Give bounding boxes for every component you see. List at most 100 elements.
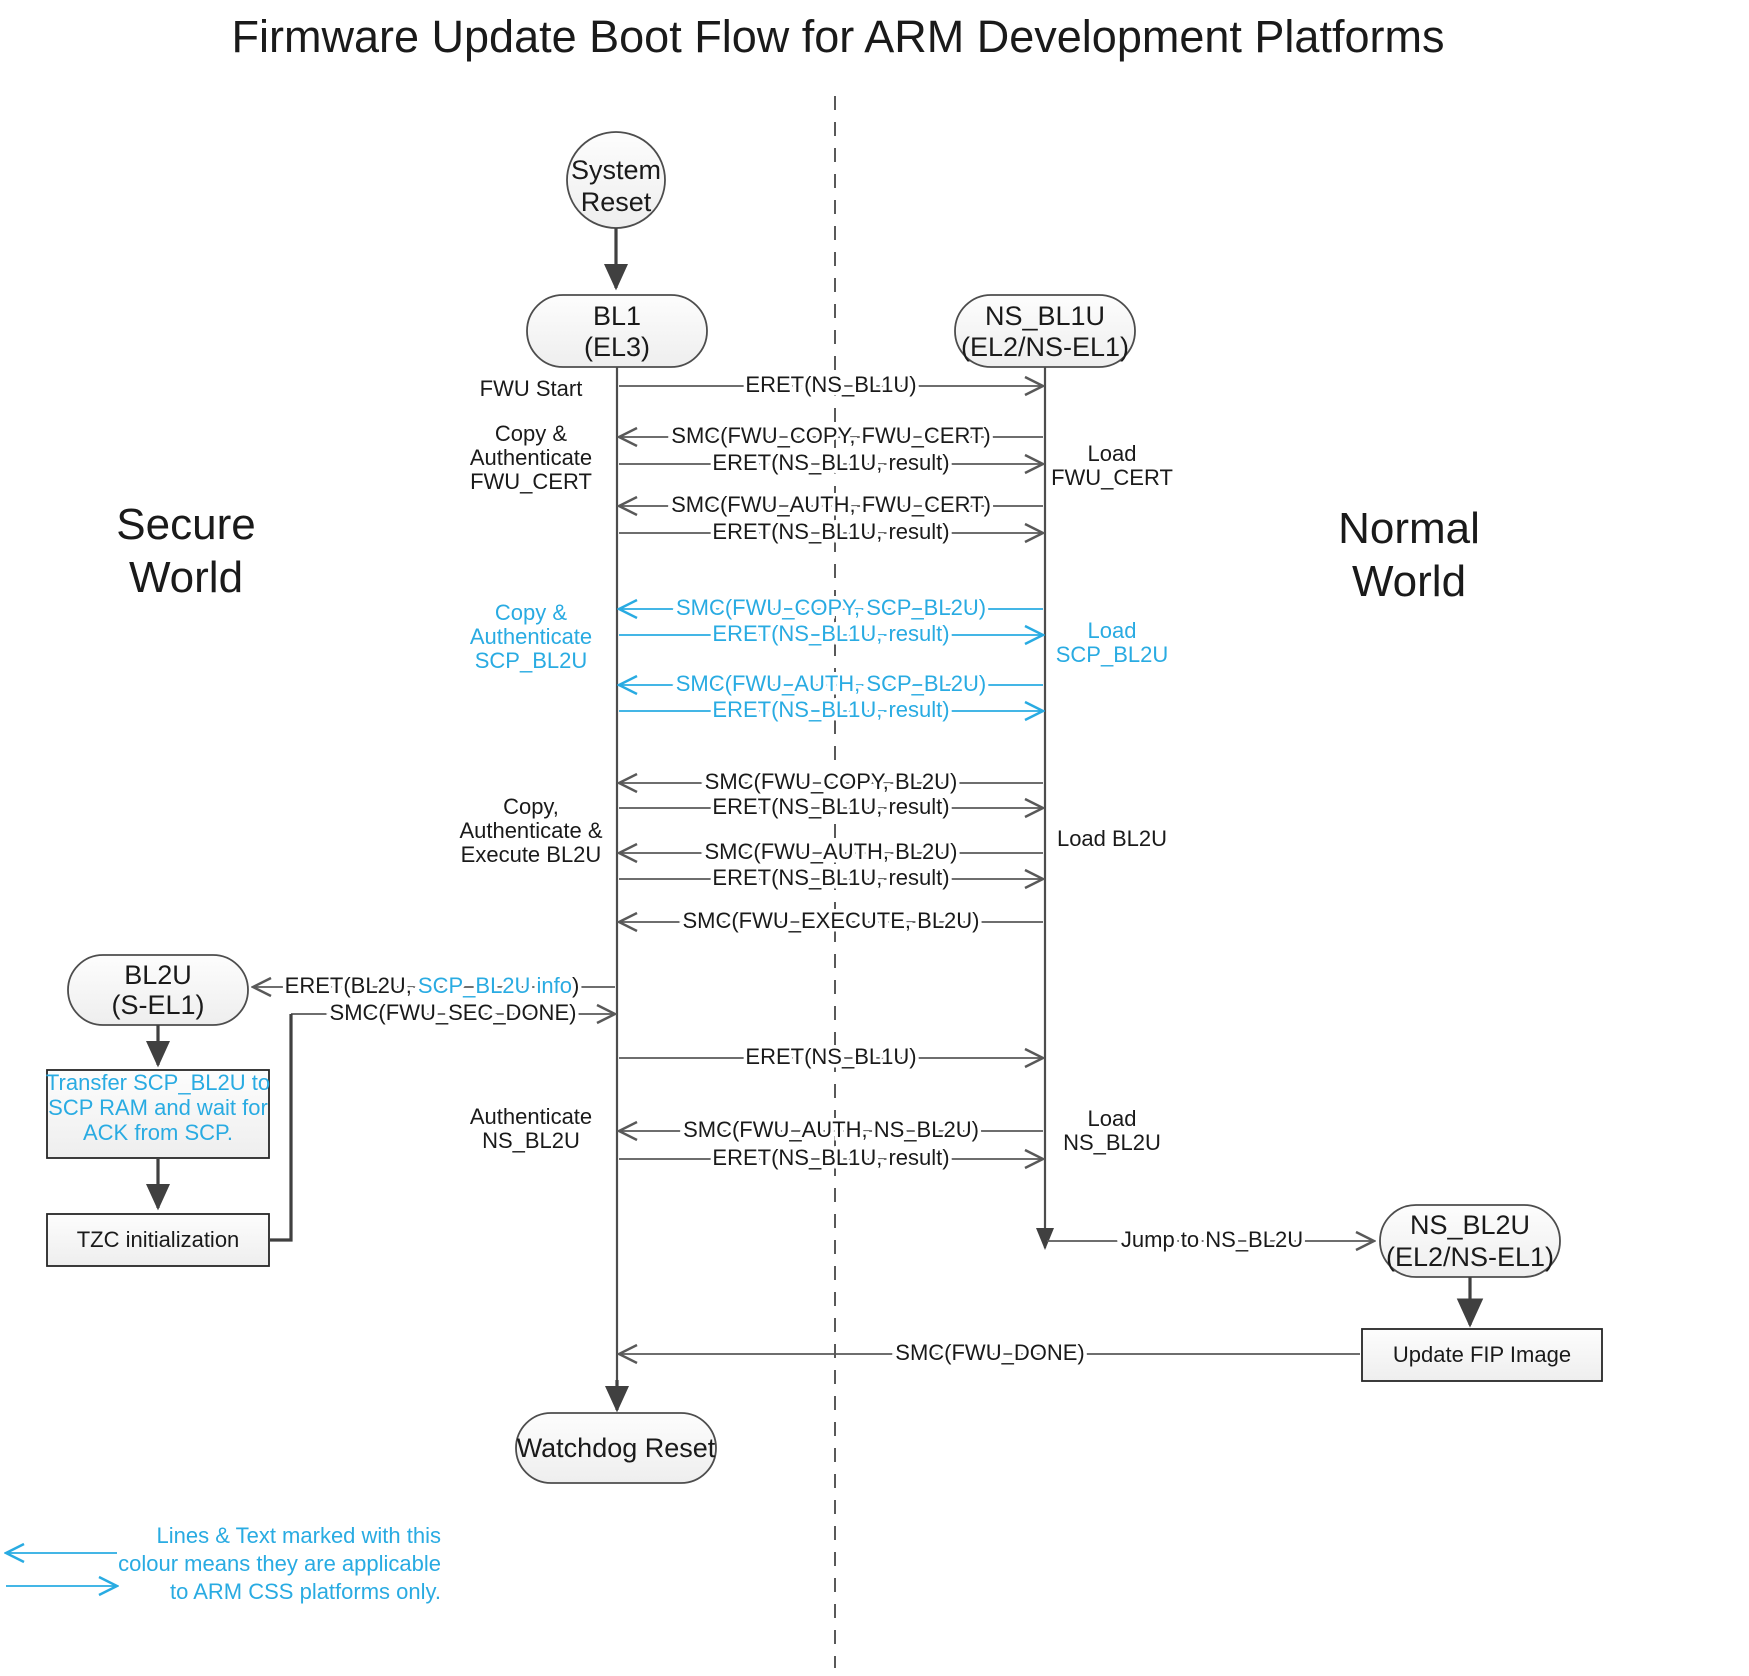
left-annotation-a4: Copy,Authenticate &Execute BL2U — [459, 794, 602, 867]
msg-label-m16: SMC(FWU_AUTH, NS_BL2U) — [683, 1117, 979, 1142]
msg-label-eret-bl2u: ERET(BL2U, SCP_BL2U info) — [285, 973, 580, 998]
message-m4: SMC(FWU_AUTH, FWU_CERT)SMC(FWU_AUTH, FWU… — [619, 489, 1043, 521]
watchdog-reset-rect — [515, 1412, 717, 1484]
message-m11: ERET(NS_BL1U, result)ERET(NS_BL1U, resul… — [619, 791, 1043, 823]
msg-label-halo-m10: SMC(FWU_COPY, BL2U) — [705, 769, 958, 794]
right-annotation-line: SCP_BL2U — [1056, 642, 1169, 667]
msg-label-halo-m15: ERET(NS_BL1U) — [745, 1044, 916, 1069]
ns-bl2u-line1: NS_BL2U — [1410, 1210, 1530, 1240]
secure-world-line2: World — [129, 553, 243, 602]
left-annotation-line: Authenticate — [470, 624, 592, 649]
legend-line1: Lines & Text marked with this — [157, 1523, 442, 1548]
message-m8: SMC(FWU_AUTH, SCP_BL2U)SMC(FWU_AUTH, SCP… — [619, 668, 1043, 700]
msg-label-halo-m9: ERET(NS_BL1U, result) — [712, 697, 949, 722]
system-reset-line2: Reset — [581, 187, 652, 217]
secure-world-label: Secure World — [116, 500, 255, 602]
box-tzc-initialization[interactable]: TZC initialization — [46, 1213, 270, 1267]
update-fip-box-rect — [1361, 1328, 1603, 1382]
left-annotation-line: Copy & — [495, 600, 567, 625]
node-watchdog-reset[interactable]: Watchdog Reset — [515, 1412, 717, 1484]
left-annotation-line: SCP_BL2U — [475, 648, 588, 673]
msg-label-jump-to-ns-bl2u-halo: Jump to NS_BL2U — [1121, 1227, 1303, 1252]
message-m14: SMC(FWU_EXECUTE, BL2U)SMC(FWU_EXECUTE, B… — [619, 905, 1043, 937]
msg-label-m3: ERET(NS_BL1U, result) — [712, 450, 949, 475]
right-annotation-line: Load — [1088, 618, 1137, 643]
msg-label-m13: ERET(NS_BL1U, result) — [712, 865, 949, 890]
bl1-line1: BL1 — [593, 301, 641, 331]
node-system-reset[interactable]: System Reset — [566, 131, 666, 229]
legend-line3: to ARM CSS platforms only. — [170, 1579, 441, 1604]
node-ns-bl1u[interactable]: NS_BL1U (EL2/NS-EL1) — [954, 294, 1136, 368]
message-arrows-group: ERET(NS_BL1U)ERET(NS_BL1U) SMC(FWU_COPY, … — [619, 369, 1043, 1174]
system-reset-line1: System — [571, 155, 661, 185]
msg-label-smc-fwu-done: SMC(FWU_DONE) — [895, 1340, 1084, 1365]
right-annotation-r3: Load BL2U — [1057, 826, 1167, 851]
message-m15: ERET(NS_BL1U)ERET(NS_BL1U) — [619, 1041, 1043, 1073]
message-m6: SMC(FWU_COPY, SCP_BL2U)SMC(FWU_COPY, SCP… — [619, 592, 1043, 624]
msg-label-smc-fwu-sec-done: SMC(FWU_SEC_DONE) — [330, 1000, 577, 1025]
message-m7: ERET(NS_BL1U, result)ERET(NS_BL1U, resul… — [619, 618, 1043, 650]
message-m13: ERET(NS_BL1U, result)ERET(NS_BL1U, resul… — [619, 862, 1043, 894]
legend-line2: colour means they are applicable — [118, 1551, 441, 1576]
left-annotation-a1: FWU Start — [480, 376, 583, 401]
bl2u-line1: BL2U — [124, 960, 192, 990]
msg-label-m5: ERET(NS_BL1U, result) — [712, 519, 949, 544]
msg-label-halo-m11: ERET(NS_BL1U, result) — [712, 794, 949, 819]
msg-label-halo-m13: ERET(NS_BL1U, result) — [712, 865, 949, 890]
left-annotation-line: Authenticate — [470, 1104, 592, 1129]
transfer-line2: SCP RAM and wait for — [48, 1095, 268, 1120]
watchdog-reset-label: Watchdog Reset — [517, 1433, 716, 1463]
node-bl2u[interactable]: BL2U (S-EL1) — [67, 954, 249, 1026]
node-bl1[interactable]: BL1 (EL3) — [526, 294, 708, 368]
node-ns-bl2u[interactable]: NS_BL2U (EL2/NS-EL1) — [1379, 1204, 1561, 1278]
right-annotation-line: FWU_CERT — [1051, 465, 1173, 490]
message-m2: SMC(FWU_COPY, FWU_CERT)SMC(FWU_COPY, FWU… — [619, 420, 1043, 452]
msg-label-m8: SMC(FWU_AUTH, SCP_BL2U) — [676, 671, 986, 696]
right-annotation-line: Load BL2U — [1057, 826, 1167, 851]
left-annotation-line: NS_BL2U — [482, 1128, 580, 1153]
box-transfer-scp-bl2u[interactable]: Transfer SCP_BL2U to SCP RAM and wait fo… — [46, 1069, 270, 1159]
page-title: Firmware Update Boot Flow for ARM Develo… — [232, 11, 1445, 62]
message-m12: SMC(FWU_AUTH, BL2U)SMC(FWU_AUTH, BL2U) — [619, 836, 1043, 868]
message-m10: SMC(FWU_COPY, BL2U)SMC(FWU_COPY, BL2U) — [619, 766, 1043, 798]
msg-label-m6: SMC(FWU_COPY, SCP_BL2U) — [676, 595, 986, 620]
left-annotation-line: Execute BL2U — [461, 842, 602, 867]
msg-label-m14: SMC(FWU_EXECUTE, BL2U) — [682, 908, 979, 933]
msg-label-halo-m6: SMC(FWU_COPY, SCP_BL2U) — [676, 595, 986, 620]
left-annotation-line: FWU Start — [480, 376, 583, 401]
left-annotation-line: Copy, — [503, 794, 559, 819]
message-m1: ERET(NS_BL1U)ERET(NS_BL1U) — [619, 369, 1043, 401]
left-annotation-line: Copy & — [495, 421, 567, 446]
msg-label-eret-bl2u-halo: ERET(BL2U, SCP_BL2U info) — [285, 973, 580, 998]
box-update-fip-image[interactable]: Update FIP Image — [1361, 1328, 1603, 1382]
msg-label-halo-m8: SMC(FWU_AUTH, SCP_BL2U) — [676, 671, 986, 696]
msg-label-m11: ERET(NS_BL1U, result) — [712, 794, 949, 819]
msg-label-halo-m4: SMC(FWU_AUTH, FWU_CERT) — [671, 492, 991, 517]
msg-label-m17: ERET(NS_BL1U, result) — [712, 1145, 949, 1170]
normal-world-line1: Normal — [1338, 504, 1480, 553]
msg-label-halo-m2: SMC(FWU_COPY, FWU_CERT) — [671, 423, 990, 448]
message-m17: ERET(NS_BL1U, result)ERET(NS_BL1U, resul… — [619, 1142, 1043, 1174]
right-annotation-line: Load — [1088, 1106, 1137, 1131]
msg-label-m9: ERET(NS_BL1U, result) — [712, 697, 949, 722]
msg-label-m4: SMC(FWU_AUTH, FWU_CERT) — [671, 492, 991, 517]
legend: Lines & Text marked with this colour mea… — [6, 1523, 441, 1604]
right-annotation-line: Load — [1088, 441, 1137, 466]
msg-label-smc-fwu-done-halo: SMC(FWU_DONE) — [895, 1340, 1084, 1365]
normal-world-label: Normal World — [1338, 504, 1480, 606]
ns-bl2u-line2: (EL2/NS-EL1) — [1386, 1242, 1554, 1272]
msg-label-m12: SMC(FWU_AUTH, BL2U) — [704, 839, 957, 864]
transfer-line1: Transfer SCP_BL2U to — [46, 1070, 270, 1095]
msg-label-halo-m7: ERET(NS_BL1U, result) — [712, 621, 949, 646]
tzc-label: TZC initialization — [77, 1227, 240, 1252]
secure-world-line1: Secure — [116, 500, 255, 549]
normal-world-line2: World — [1352, 557, 1466, 606]
msg-label-jump-to-ns-bl2u: Jump to NS_BL2U — [1121, 1227, 1303, 1252]
bl1-line2: (EL3) — [584, 332, 650, 362]
msg-label-halo-m16: SMC(FWU_AUTH, NS_BL2U) — [683, 1117, 979, 1142]
